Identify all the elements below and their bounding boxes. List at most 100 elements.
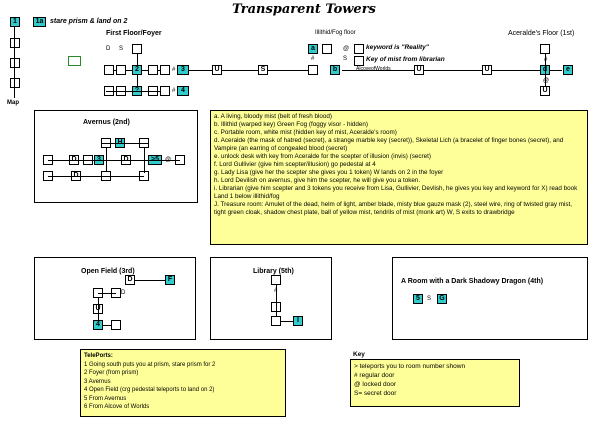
teleports-title: TelePorts:: [84, 353, 113, 359]
connector: [98, 293, 116, 294]
room: [322, 44, 332, 54]
door-label: #: [172, 67, 176, 73]
note-g: g. Lady Lisa (give her the scepter she g…: [214, 169, 444, 176]
connector: [103, 325, 111, 326]
key-item: # regular door: [354, 372, 395, 379]
door-u: U: [212, 65, 222, 75]
page-title: Transparent Towers: [232, 2, 376, 17]
room: [271, 316, 281, 326]
key-item: S= secret door: [354, 390, 397, 397]
teleport-item: 4 Open Field (crg pedestal teleports to …: [84, 387, 215, 393]
first-floor-room-2: 2: [132, 65, 142, 75]
connector: [276, 285, 277, 316]
teleport-item: 1 Going south puts you at prism, stare p…: [84, 361, 216, 368]
connector: [98, 298, 99, 320]
room: [540, 44, 550, 54]
map-room-1: 1: [10, 17, 20, 27]
key-note: Key of mist from librarian: [366, 56, 445, 63]
illithid-title: Illithid/Fog floor: [315, 30, 356, 36]
door-label: S: [119, 46, 124, 52]
room: [132, 44, 142, 54]
door-label: S: [343, 56, 348, 62]
library-room-i: I: [293, 316, 303, 326]
note-c: c. Portable room, white mist (hidden key…: [214, 129, 397, 136]
teleport-item: 5 From Avernus: [84, 395, 127, 402]
key-panel: Key > teleports you to room number shown…: [350, 351, 520, 407]
open-field-panel: Open Field (3rd) D F D U 4: [34, 257, 196, 340]
room: [111, 320, 121, 330]
door-s: S: [258, 65, 268, 75]
library-panel: Library (5th) # I: [210, 257, 332, 340]
bracket-icon: [68, 56, 81, 66]
room: [104, 65, 114, 75]
avernus-panel: Avernus (2nd) H D 3 D >5 @ D: [34, 110, 198, 203]
aceralde-title: Aceralde's Floor (1st): [508, 30, 575, 37]
notes-panel: a. A living, bloody mist (belt of fresh …: [210, 110, 588, 245]
teleport-item: 3 Avernus: [84, 378, 111, 385]
room: [116, 65, 126, 75]
corridor: [342, 70, 562, 71]
key-item: > teleports you to room number shown: [354, 363, 466, 370]
room: [160, 65, 170, 75]
room: [148, 65, 158, 75]
door-d: D: [125, 275, 135, 285]
connector: [144, 148, 145, 173]
corridor: [189, 70, 309, 71]
note-i: i. Librarian (give him scepter and 3 tok…: [214, 185, 578, 200]
avernus-title: Avernus (2nd): [83, 119, 130, 126]
door-label: D: [121, 290, 126, 296]
door-label: #: [311, 56, 315, 62]
room: [354, 44, 364, 54]
keyword-note: keyword is "Reality": [366, 44, 429, 51]
first-floor-title: First Floor/Foyer: [106, 30, 162, 37]
note-b: b. Illithid (warped key) Green Fog (fogg…: [214, 121, 368, 128]
map-label: Map: [7, 100, 19, 106]
note-j: J. Treasure room: Amulet of the dead, he…: [214, 201, 573, 216]
note-f: f. Lord Gullivier (give him scepter/illu…: [214, 161, 376, 168]
alcove-label: AlcoveofWorlds: [356, 66, 391, 72]
teleport-item: 6 From Alcove of Worlds: [84, 404, 150, 410]
map-line: [14, 27, 15, 98]
room: [308, 65, 318, 75]
dragon-room-g: G: [437, 294, 447, 304]
library-title: Library (5th): [253, 268, 294, 275]
illithid-room-a: a: [308, 44, 318, 54]
door-label: S: [427, 296, 432, 302]
dragon-room-5: 5: [413, 294, 423, 304]
map-cell: [10, 78, 20, 88]
connector: [135, 280, 165, 281]
connector: [101, 143, 149, 144]
room: [354, 56, 364, 66]
door-u: U: [414, 65, 424, 75]
dragon-room-title: A Room with a Dark Shadowy Dragon (4th): [401, 278, 544, 285]
map-cell: [10, 58, 20, 68]
door-label: @: [543, 78, 550, 84]
map-legend-room: 1a: [33, 17, 46, 27]
map-cell: [10, 38, 20, 48]
door-label: @: [343, 46, 350, 52]
note-a: a. A living, bloody mist (belt of fresh …: [214, 113, 332, 120]
door-label: #: [172, 88, 176, 94]
door-label: D: [106, 46, 111, 52]
first-floor-room-4: 4: [177, 86, 189, 96]
open-field-room-4: 4: [93, 320, 103, 330]
note-e: e. unlock desk with key from Aceralde fo…: [214, 153, 431, 160]
map-legend-text: stare prism & land on 2: [50, 18, 128, 25]
key-item: @ locked door: [354, 381, 397, 388]
connector: [281, 321, 293, 322]
connector: [545, 54, 546, 86]
door-u: U: [540, 86, 550, 96]
door-label: #: [274, 288, 277, 294]
connector: [106, 91, 160, 92]
room: [160, 86, 170, 96]
teleports-panel: TelePorts: 1 Going south puts you at pri…: [80, 349, 286, 417]
illithid-room-b: b: [330, 65, 340, 75]
open-field-title: Open Field (3rd): [81, 268, 135, 275]
note-h: h. Lord Devilish on avernus, give him th…: [214, 177, 421, 184]
teleport-item: 2 Foyer (from prism): [84, 370, 139, 376]
connector: [48, 176, 144, 177]
first-floor-room-3: 3: [177, 65, 189, 75]
connector: [106, 148, 107, 178]
room: [271, 275, 281, 285]
open-field-room-f: F: [165, 275, 175, 285]
